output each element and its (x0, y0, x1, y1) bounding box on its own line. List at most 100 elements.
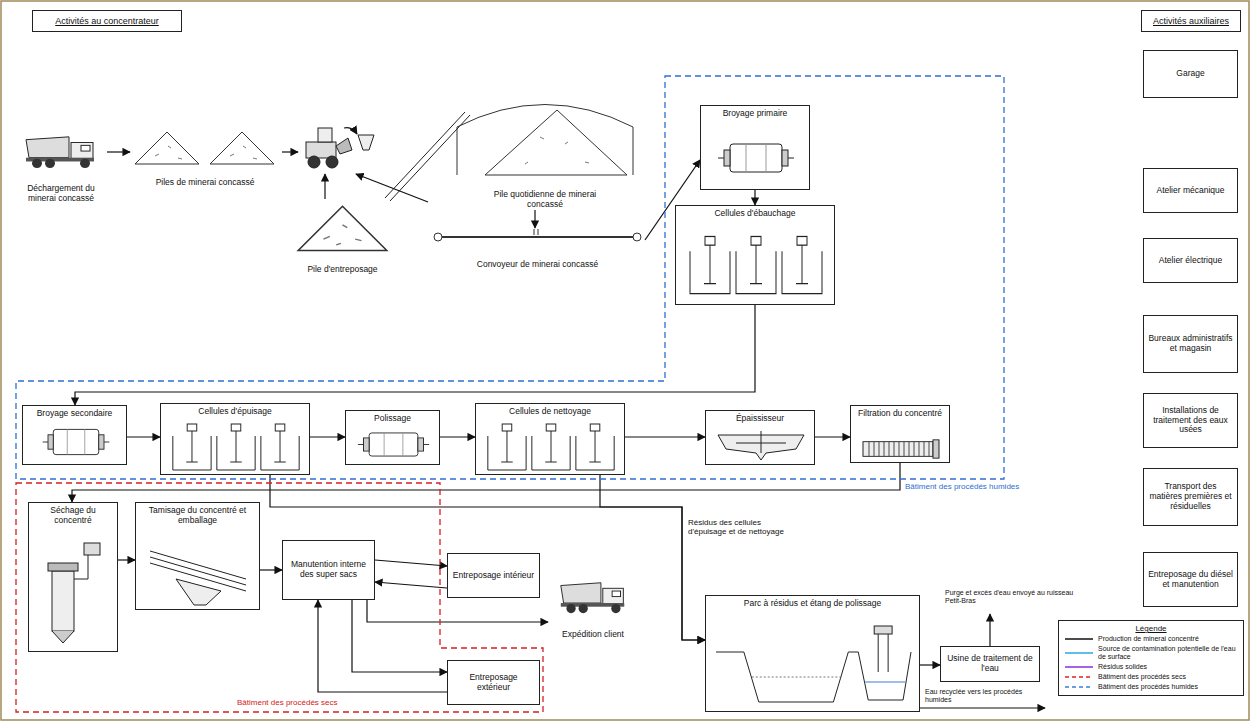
loader-icon (306, 128, 352, 168)
flow-arrow (318, 600, 447, 692)
flow-arrow (815, 436, 850, 437)
legend-sample (1064, 673, 1094, 681)
legend-text: Bâtiment des procédés humides (1098, 683, 1238, 691)
node-label: Entreposage extérieur (452, 673, 535, 693)
cells-icon (169, 422, 303, 472)
flow-arrow (352, 600, 447, 672)
node-label: Cellules d'ébauchage (714, 209, 795, 219)
node-label: Cellules d'épuisage (198, 407, 271, 417)
parc-icon (714, 622, 913, 707)
cells-icon (484, 422, 618, 472)
node-label: Tamisage du concentré et emballage (140, 506, 255, 526)
legend-row: Bâtiment des procédés secs (1064, 673, 1238, 681)
node-label: Manutention interne des super sacs (287, 560, 370, 580)
illustrated-step: Expédition client (548, 578, 638, 640)
static-arrows (282, 128, 1045, 708)
process-box: Transport des matières premières et rési… (1143, 468, 1238, 526)
node-label: Transport des matières premières et rési… (1148, 482, 1233, 511)
node-label: Convoyeur de minerai concassé (477, 260, 598, 270)
note-label: Eau recyclée vers les procédés humides (925, 688, 1037, 704)
mill-icon (356, 428, 431, 461)
note-label: Purge et excès d'eau envoyé au ruisseau … (945, 589, 1075, 605)
node-label: Installations de traitement des eaux usé… (1148, 406, 1233, 435)
process-box: Filtration du concentré (850, 405, 950, 463)
flow-arrow (625, 436, 705, 437)
process-box: Broyage primaire (700, 105, 810, 190)
legend-title: Légende (1064, 624, 1238, 633)
filter-icon (861, 438, 941, 460)
node-label: Activités au concentrateur (55, 16, 159, 26)
flow-arrow (260, 569, 282, 570)
building-region: Bâtiment des procédés humidesBroyage pri… (15, 75, 1005, 480)
region-label: Bâtiment des procédés secs (237, 698, 338, 707)
illustrated-step: Piles de minerai concassé (130, 126, 280, 188)
cells-icon (686, 234, 826, 296)
process-box: Parc à résidus et étang de polissage (705, 595, 920, 712)
process-box: Usine de traitement de l'eau (940, 646, 1040, 682)
legend-text: Résidus solides (1098, 663, 1238, 671)
legend-row: Bâtiment des procédés humides (1064, 683, 1238, 691)
process-box: Épaississeur (705, 410, 815, 465)
node-label: Parc à résidus et étang de polissage (744, 599, 882, 609)
node-label: Cellules de nettoyage (509, 407, 591, 417)
node-label: Pile quotidienne de minerai concassé (490, 190, 600, 210)
node-label: Séchage du concentré (33, 506, 113, 526)
legend-sample (1064, 635, 1094, 643)
node-label: Usine de traitement de l'eau (945, 654, 1035, 674)
process-box: Entreposage du diésel et manutention (1143, 552, 1238, 607)
process-box: Installations de traitement des eaux usé… (1143, 393, 1238, 448)
node-label: Broyage secondaire (37, 409, 113, 419)
node-label: Polissage (374, 414, 411, 424)
process-box: Entreposage extérieur (447, 660, 540, 705)
process-box: Entreposage intérieur (447, 553, 540, 598)
section-header: Activités auxiliaires (1141, 10, 1241, 32)
node-label: Bureaux administratifs et magasin (1148, 334, 1233, 354)
process-box: Cellules de nettoyage (475, 403, 625, 475)
pile-icon (295, 202, 390, 252)
node-label: Épaississeur (736, 414, 784, 424)
flow-arrow (367, 600, 548, 622)
legend-row: Source de contamination potentielle de l… (1064, 645, 1238, 661)
mill-icon (41, 424, 111, 460)
node-label: Garage (1176, 69, 1204, 79)
flow-arrow (754, 190, 755, 205)
conv-icon (430, 228, 645, 246)
node-label: Atelier électrique (1159, 256, 1222, 266)
process-box: Bureaux administratifs et magasin (1143, 315, 1238, 373)
legend-text: Bâtiment des procédés secs (1098, 673, 1238, 681)
flow-arrow (310, 436, 345, 437)
truck-icon (558, 580, 628, 615)
legend-row: Résidus solides (1064, 663, 1238, 671)
flow-arrow (75, 305, 755, 405)
legend-sample (1064, 663, 1094, 671)
flow-arrow (107, 151, 130, 152)
process-box: Cellules d'ébauchage (675, 205, 835, 305)
process-box: Tamisage du concentré et emballage (135, 502, 260, 610)
node-label: Déchargement du minerai concassé (15, 184, 107, 204)
node-label: Atelier mécanique (1156, 186, 1224, 196)
legend-row: Production de minerai concentré (1064, 635, 1238, 643)
flow-arrow (375, 582, 447, 588)
process-box: Atelier électrique (1143, 238, 1238, 283)
flow-arrow (118, 559, 135, 560)
illustrated-step: Convoyeur de minerai concassé (430, 228, 645, 270)
process-box: Séchage du concentré (28, 502, 118, 652)
process-box: Manutention interne des super sacs (282, 540, 375, 600)
thick-icon (716, 431, 806, 461)
legend-text: Source de contamination potentielle de l… (1098, 645, 1238, 661)
node-label: Activités auxiliaires (1153, 16, 1229, 26)
legend-sample (1064, 649, 1094, 657)
legend-sample (1064, 683, 1094, 691)
region-label: Bâtiment des procédés humides (905, 482, 1019, 491)
node-label: Filtration du concentré (858, 409, 942, 419)
process-box: Cellules d'épuisage (160, 403, 310, 475)
illustrated-step: Déchargement du minerai concassé (15, 132, 107, 204)
legend-box: LégendeProduction de minerai concentréSo… (1058, 620, 1244, 696)
flow-arrow (127, 436, 160, 437)
piles2-icon (130, 128, 280, 166)
flow-arrow (534, 210, 535, 228)
node-label: Expédition client (562, 630, 624, 640)
node-label: Entreposage intérieur (453, 571, 534, 581)
